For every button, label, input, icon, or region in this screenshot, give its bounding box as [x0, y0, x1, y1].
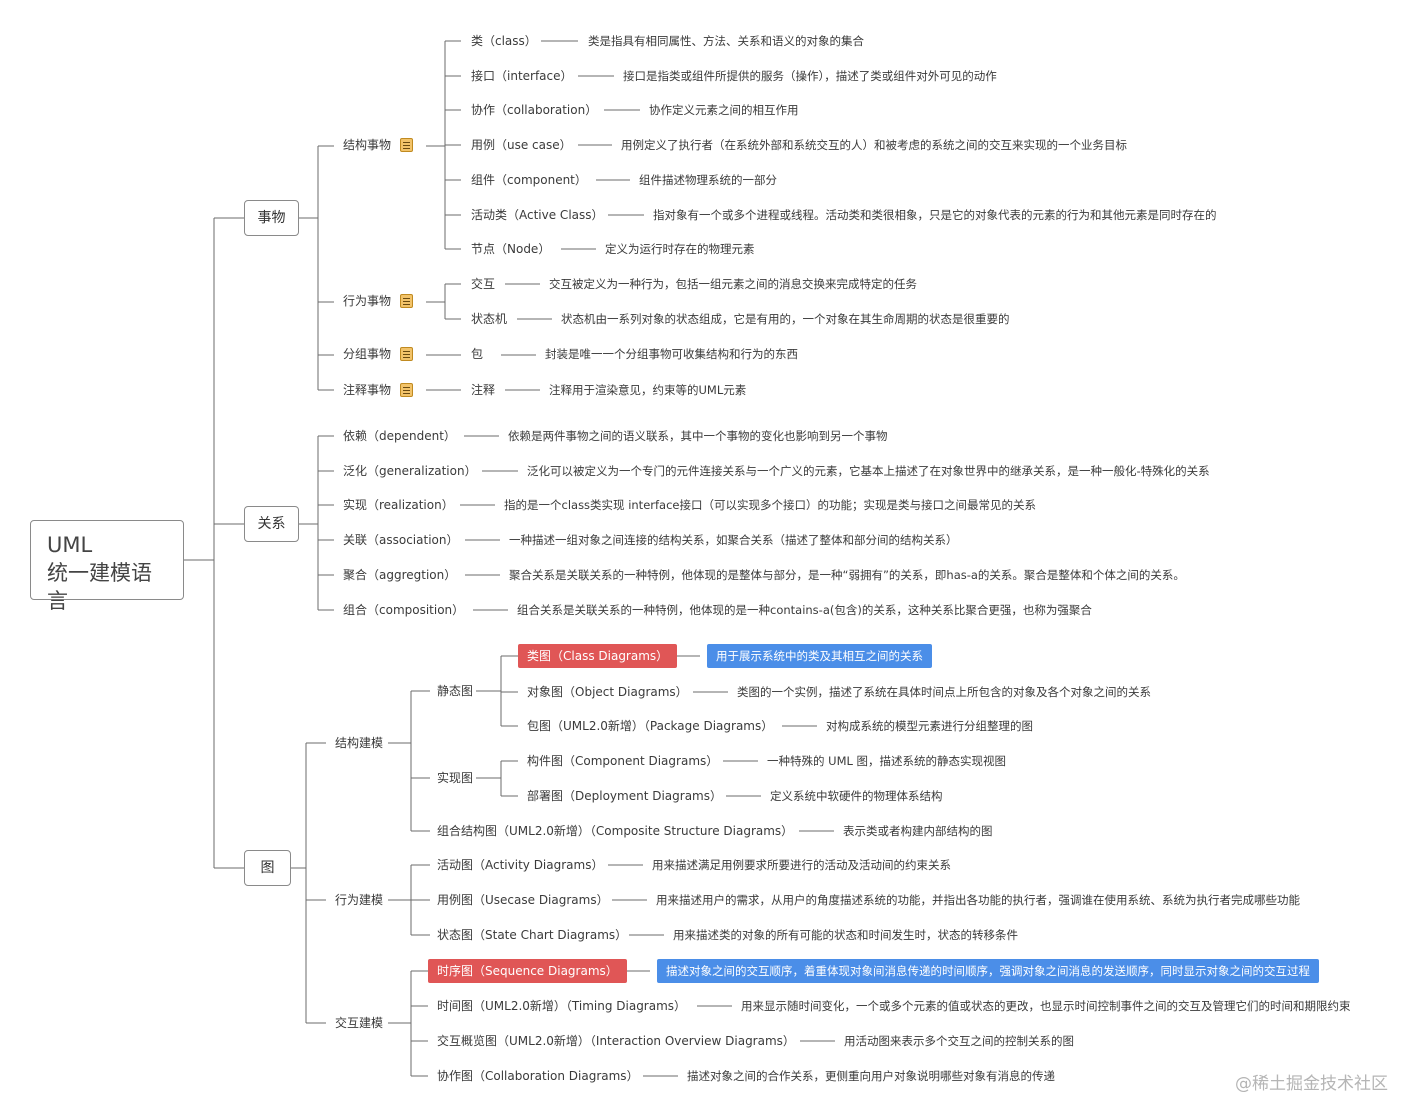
- leaf-component-desc: 组件描述物理系统的一部分: [639, 173, 777, 187]
- sequence-diagram[interactable]: 时序图（Sequence Diagrams）: [428, 959, 627, 983]
- relation-generalization-desc: 泛化可以被定义为一个专门的元件连接关系与一个广义的元素，它基本上描述了在对象世界…: [527, 464, 1210, 478]
- relation-association-desc: 一种描述一组对象之间连接的结构关系，如聚合关系（描述了整体和部分间的结构关系）: [509, 533, 958, 547]
- leaf-component[interactable]: 组件（component）: [471, 173, 587, 187]
- implementation-diagrams[interactable]: 实现图: [437, 771, 474, 785]
- things-grouping[interactable]: 分组事物: [343, 347, 392, 361]
- diagrams-interaction-modeling[interactable]: 交互建模: [335, 1016, 384, 1030]
- interaction-overview-diagram[interactable]: 交互概览图（UML2.0新增）（Interaction Overview Dia…: [437, 1034, 795, 1048]
- composite-structure-diagram-desc: 表示类或者构建内部结构的图: [843, 824, 993, 838]
- note-icon[interactable]: [400, 138, 413, 152]
- things-behavioral[interactable]: 行为事物: [343, 294, 392, 308]
- activity-diagram-desc: 用来描述满足用例要求所要进行的活动及活动间的约束关系: [652, 858, 951, 872]
- object-diagram[interactable]: 对象图（Object Diagrams）: [527, 685, 688, 699]
- relation-aggregation[interactable]: 聚合（aggregtion）: [343, 568, 457, 582]
- package-diagram[interactable]: 包图（UML2.0新增）（Package Diagrams）: [527, 719, 774, 733]
- class-diagram[interactable]: 类图（Class Diagrams）: [518, 644, 678, 668]
- leaf-state-machine[interactable]: 状态机: [471, 312, 508, 326]
- composite-structure-diagram[interactable]: 组合结构图（UML2.0新增）（Composite Structure Diag…: [437, 824, 794, 838]
- leaf-use-case[interactable]: 用例（use case）: [471, 138, 572, 152]
- relation-dependent-desc: 依赖是两件事物之间的语义联系，其中一个事物的变化也影响到另一个事物: [508, 429, 888, 443]
- component-diagram-desc: 一种特殊的 UML 图，描述系统的静态实现视图: [767, 754, 1007, 768]
- leaf-use-case-desc: 用例定义了执行者（在系统外部和系统交互的人）和被考虑的系统之间的交互来实现的一个…: [621, 138, 1127, 152]
- leaf-class-desc: 类是指具有相同属性、方法、关系和语义的对象的集合: [588, 34, 864, 48]
- object-diagram-desc: 类图的一个实例，描述了系统在具体时间点上所包含的对象及各个对象之间的关系: [737, 685, 1151, 699]
- relation-aggregation-desc: 聚合关系是关联关系的一种特例，他体现的是整体与部分，是一种“弱拥有”的关系，即h…: [509, 568, 1185, 582]
- leaf-interaction-desc: 交互被定义为一种行为，包括一组元素之间的消息交换来完成特定的任务: [549, 277, 917, 291]
- leaf-interface[interactable]: 接口（interface）: [471, 69, 573, 83]
- diagrams-behavioral-modeling[interactable]: 行为建模: [335, 893, 384, 907]
- collaboration-diagram[interactable]: 协作图（Collaboration Diagrams）: [437, 1069, 639, 1083]
- branch-diagrams[interactable]: 图: [244, 850, 291, 886]
- timing-diagram-desc: 用来显示随时间变化，一个或多个元素的值或状态的更改，也显示时间控制事件之间的交互…: [741, 999, 1351, 1013]
- timing-diagram[interactable]: 时间图（UML2.0新增）（Timing Diagrams）: [437, 999, 687, 1013]
- leaf-collaboration[interactable]: 协作（collaboration）: [471, 103, 598, 117]
- usecase-diagram[interactable]: 用例图（Usecase Diagrams）: [437, 893, 609, 907]
- relation-association[interactable]: 关联（association）: [343, 533, 459, 547]
- leaf-package-desc: 封装是唯一一个分组事物可收集结构和行为的东西: [545, 347, 798, 361]
- note-icon[interactable]: [400, 347, 413, 361]
- leaf-collaboration-desc: 协作定义元素之间的相互作用: [649, 103, 799, 117]
- class-diagram-desc: 用于展示系统中的类及其相互之间的关系: [707, 644, 932, 668]
- things-structural[interactable]: 结构事物: [343, 138, 392, 152]
- deployment-diagram[interactable]: 部署图（Deployment Diagrams）: [527, 789, 722, 803]
- relation-generalization[interactable]: 泛化（generalization）: [343, 464, 477, 478]
- diagrams-structural-modeling[interactable]: 结构建模: [335, 736, 384, 750]
- things-annotational[interactable]: 注释事物: [343, 383, 392, 397]
- watermark: @稀土掘金技术社区: [1235, 1074, 1388, 1094]
- note-icon[interactable]: [400, 383, 413, 397]
- leaf-note[interactable]: 注释: [471, 383, 496, 397]
- usecase-diagram-desc: 用来描述用户的需求，从用户的角度描述系统的功能，并指出各功能的执行者，强调谁在使…: [656, 893, 1300, 907]
- leaf-note-desc: 注释用于渲染意见，约束等的UML元素: [549, 383, 747, 397]
- leaf-node[interactable]: 节点（Node）: [471, 242, 551, 256]
- branch-relations[interactable]: 关系: [244, 506, 299, 542]
- note-icon[interactable]: [400, 294, 413, 308]
- package-diagram-desc: 对构成系统的模型元素进行分组整理的图: [826, 719, 1033, 733]
- root-node[interactable]: UML 统一建模语言: [30, 520, 184, 613]
- relation-realization-desc: 指的是一个class类实现 interface接口（可以实现多个接口）的功能；实…: [504, 498, 1036, 512]
- interaction-overview-diagram-desc: 用活动图来表示多个交互之间的控制关系的图: [844, 1034, 1074, 1048]
- leaf-package[interactable]: 包: [471, 347, 484, 361]
- relation-composition[interactable]: 组合（composition）: [343, 603, 465, 617]
- leaf-node-desc: 定义为运行时存在的物理元素: [605, 242, 755, 256]
- leaf-interaction[interactable]: 交互: [471, 277, 496, 291]
- activity-diagram[interactable]: 活动图（Activity Diagrams）: [437, 858, 604, 872]
- state-chart-diagram[interactable]: 状态图（State Chart Diagrams）: [437, 928, 628, 942]
- branch-things[interactable]: 事物: [244, 200, 299, 236]
- leaf-state-machine-desc: 状态机由一系列对象的状态组成，它是有用的，一个对象在其生命周期的状态是很重要的: [561, 312, 1010, 326]
- relation-composition-desc: 组合关系是关联关系的一种特例，他体现的是一种contains-a(包含)的关系，…: [517, 603, 1092, 617]
- leaf-interface-desc: 接口是指类或组件所提供的服务（操作），描述了类或组件对外可见的动作: [623, 69, 997, 83]
- collaboration-diagram-desc: 描述对象之间的合作关系，更侧重向用户对象说明哪些对象有消息的传递: [687, 1069, 1055, 1083]
- relation-realization[interactable]: 实现（realization）: [343, 498, 454, 512]
- leaf-active-class-desc: 指对象有一个或多个进程或线程。活动类和类很相象，只是它的对象代表的元素的行为和其…: [653, 208, 1217, 222]
- root-title: UML: [47, 533, 93, 557]
- state-chart-diagram-desc: 用来描述类的对象的所有可能的状态和时间发生时，状态的转移条件: [673, 928, 1018, 942]
- leaf-class[interactable]: 类（class）: [471, 34, 537, 48]
- relation-dependent[interactable]: 依赖（dependent）: [343, 429, 456, 443]
- static-diagrams[interactable]: 静态图: [437, 684, 474, 698]
- deployment-diagram-desc: 定义系统中软硬件的物理体系结构: [770, 789, 943, 803]
- sequence-diagram-desc: 描述对象之间的交互顺序，着重体现对象间消息传递的时间顺序，强调对象之间消息的发送…: [657, 959, 1319, 983]
- root-subtitle: 统一建模语言: [47, 561, 152, 613]
- component-diagram[interactable]: 构件图（Component Diagrams）: [527, 754, 719, 768]
- leaf-active-class[interactable]: 活动类（Active Class）: [471, 208, 604, 222]
